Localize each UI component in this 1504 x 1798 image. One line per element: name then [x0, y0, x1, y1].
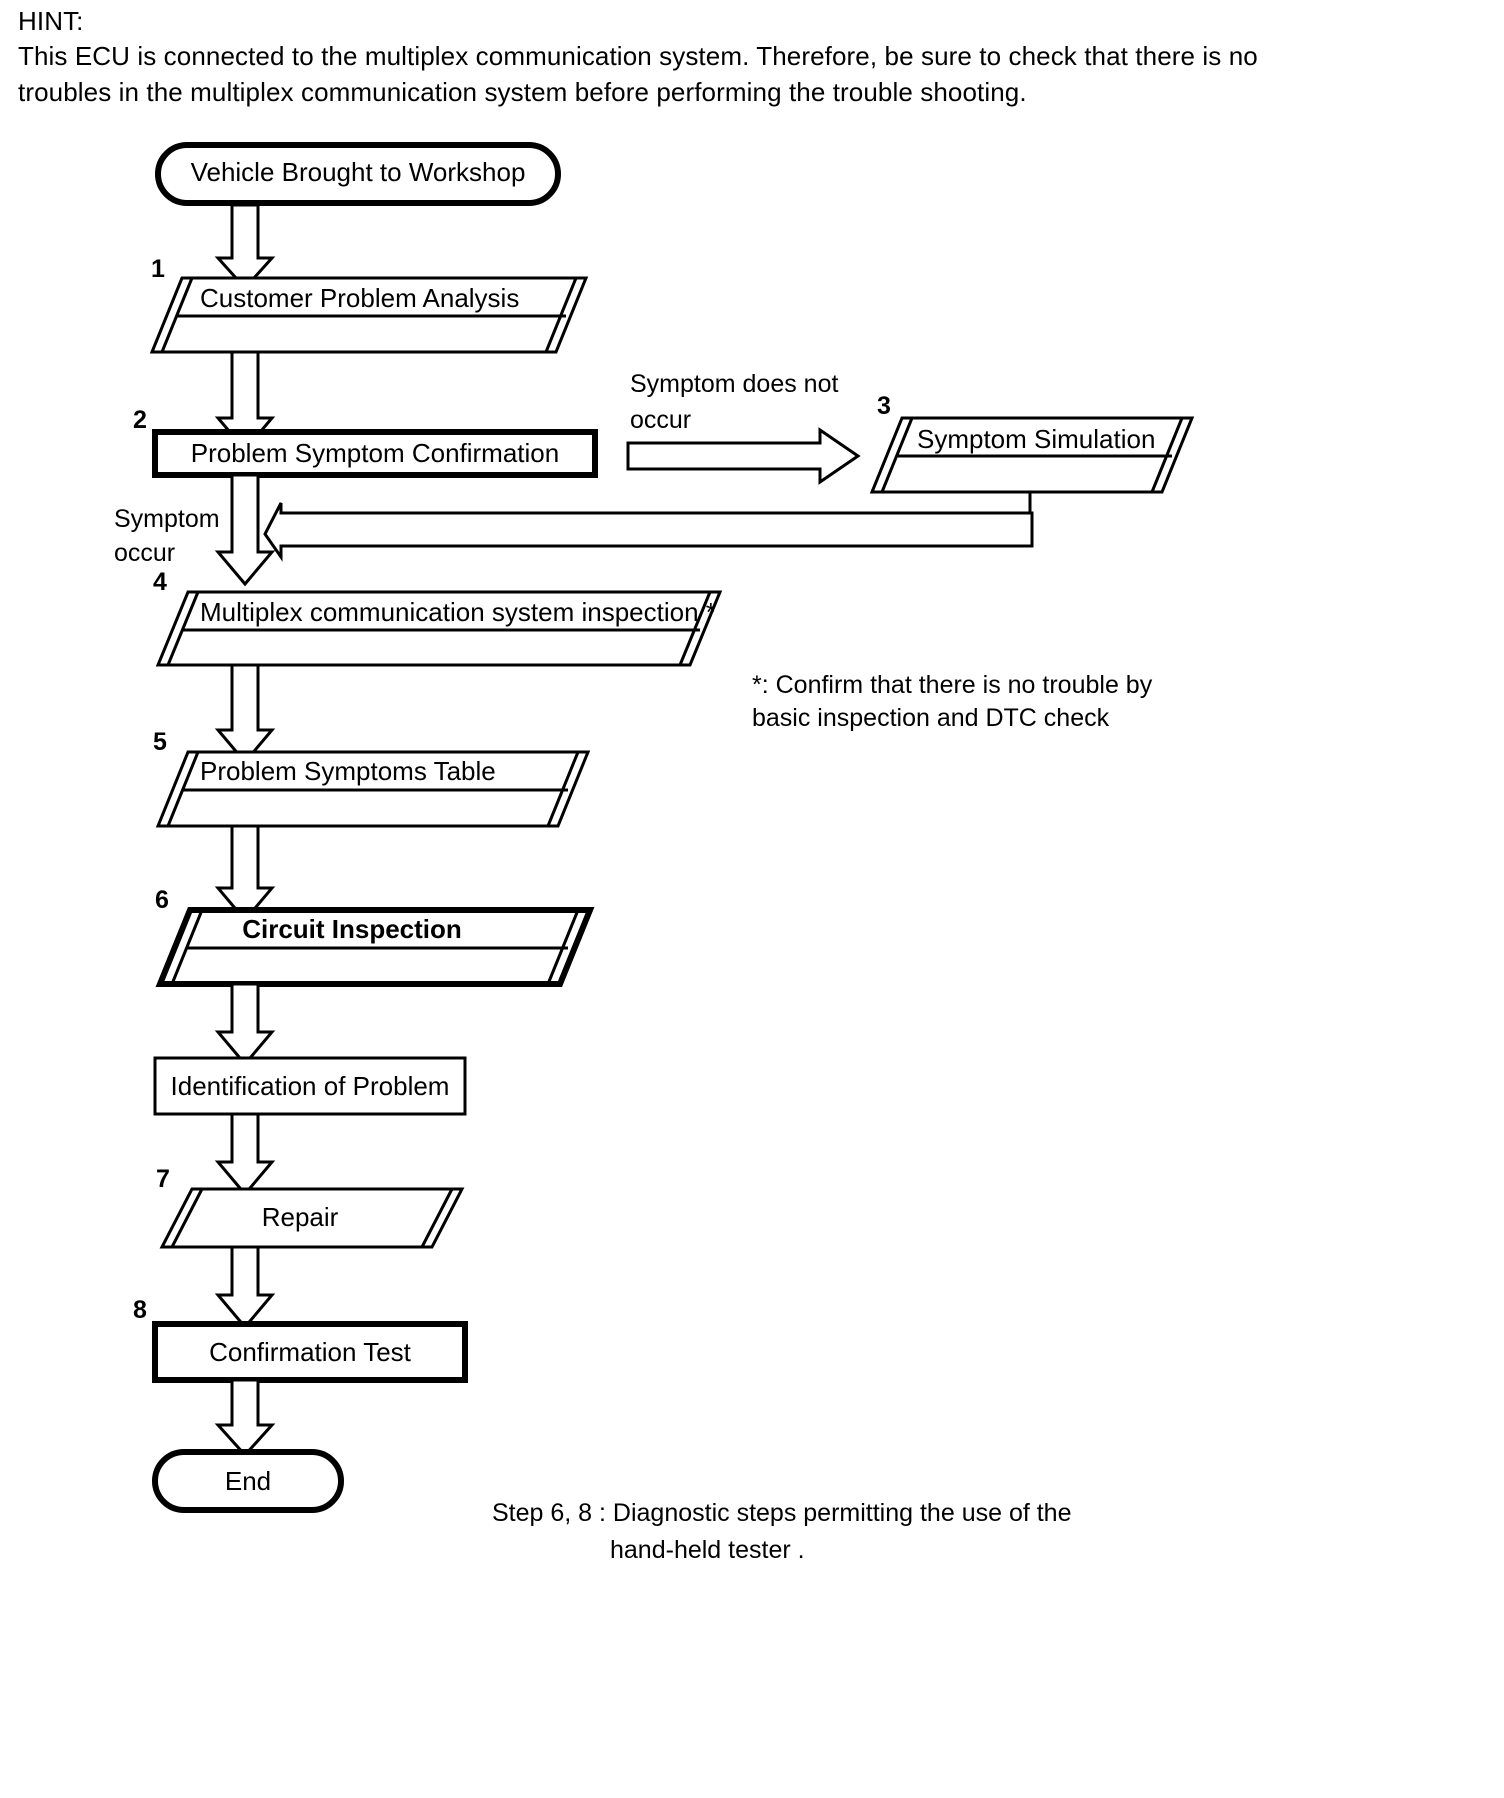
- arrow-step5-to-step6: [214, 824, 276, 923]
- node-step8-number: 8: [133, 1296, 147, 1324]
- node-step4-number: 4: [153, 568, 167, 596]
- hint-title: HINT:: [18, 6, 84, 36]
- node-step1-label: Customer Problem Analysis: [200, 283, 519, 313]
- arrow-step7-to-step8: [214, 1245, 276, 1330]
- arrow-step6-to-identification: [214, 982, 276, 1067]
- node-step6[interactable]: Circuit Inspection 6: [155, 886, 595, 987]
- node-step7-number: 7: [156, 1165, 170, 1193]
- node-step7-label: Repair: [262, 1202, 339, 1232]
- node-step5-label: Problem Symptoms Table: [200, 756, 496, 786]
- node-step3[interactable]: Symptom Simulation 3: [869, 392, 1195, 494]
- hint-block: HINT: This ECU is connected to the multi…: [18, 4, 1308, 110]
- node-step7[interactable]: Repair 7: [156, 1165, 465, 1249]
- node-step3-number: 3: [877, 392, 891, 420]
- node-step8[interactable]: Confirmation Test 8: [133, 1296, 468, 1383]
- node-step2-number: 2: [133, 406, 147, 434]
- edge-label-symptom-occur: Symptom occur: [114, 505, 220, 567]
- node-step3-label: Symptom Simulation: [917, 424, 1155, 454]
- steps-note: Step 6, 8 : Diagnostic steps permitting …: [492, 1499, 1072, 1564]
- node-step4-label: Multiplex communication system inspectio…: [200, 597, 716, 627]
- svg-text:occur: occur: [630, 406, 691, 434]
- node-step5-number: 5: [153, 728, 167, 756]
- edge-label-symptom-does-not-occur: Symptom does not occur: [630, 370, 838, 434]
- node-step4[interactable]: Multiplex communication system inspectio…: [153, 568, 723, 667]
- arrow-step2-to-step4: [214, 473, 276, 587]
- steps-note-line1: Step 6, 8 : Diagnostic steps permitting …: [492, 1499, 1072, 1527]
- svg-text:occur: occur: [114, 539, 175, 567]
- node-identification[interactable]: Identification of Problem: [153, 1056, 467, 1116]
- node-step2[interactable]: Problem Symptom Confirmation 2: [133, 406, 598, 478]
- steps-note-line2: hand-held tester .: [610, 1536, 805, 1564]
- node-end[interactable]: End: [152, 1449, 344, 1513]
- node-end-label: End: [225, 1466, 271, 1496]
- node-step1-number: 1: [151, 255, 165, 283]
- arrow-step8-to-end: [214, 1378, 276, 1458]
- node-step2-label: Problem Symptom Confirmation: [191, 438, 559, 468]
- svg-text:basic inspection and DTC check: basic inspection and DTC check: [752, 704, 1110, 732]
- arrow-start-to-step1: [214, 203, 276, 291]
- hint-body: This ECU is connected to the multiplex c…: [18, 41, 1258, 107]
- svg-text:Symptom: Symptom: [114, 505, 220, 533]
- node-step1[interactable]: Customer Problem Analysis 1: [149, 255, 589, 354]
- node-identification-label: Identification of Problem: [171, 1071, 450, 1101]
- svg-text:Symptom does not: Symptom does not: [630, 370, 838, 398]
- feedback-loop-step3-to-step4: [263, 492, 1034, 562]
- node-step6-label: Circuit Inspection: [242, 914, 462, 944]
- arrow-identification-to-step7: [214, 1112, 276, 1197]
- node-start[interactable]: Vehicle Brought to Workshop: [155, 142, 561, 206]
- node-step6-number: 6: [155, 886, 169, 914]
- arrow-step4-to-step5: [214, 663, 276, 765]
- asterisk-note: *: Confirm that there is no trouble by b…: [752, 671, 1153, 732]
- node-step8-label: Confirmation Test: [209, 1337, 412, 1367]
- node-start-label: Vehicle Brought to Workshop: [191, 157, 526, 187]
- svg-text:*: Confirm that there is no tr: *: Confirm that there is no trouble by: [752, 671, 1153, 699]
- node-step5[interactable]: Problem Symptoms Table 5: [153, 728, 591, 828]
- arrow-step2-to-step3: [626, 427, 861, 485]
